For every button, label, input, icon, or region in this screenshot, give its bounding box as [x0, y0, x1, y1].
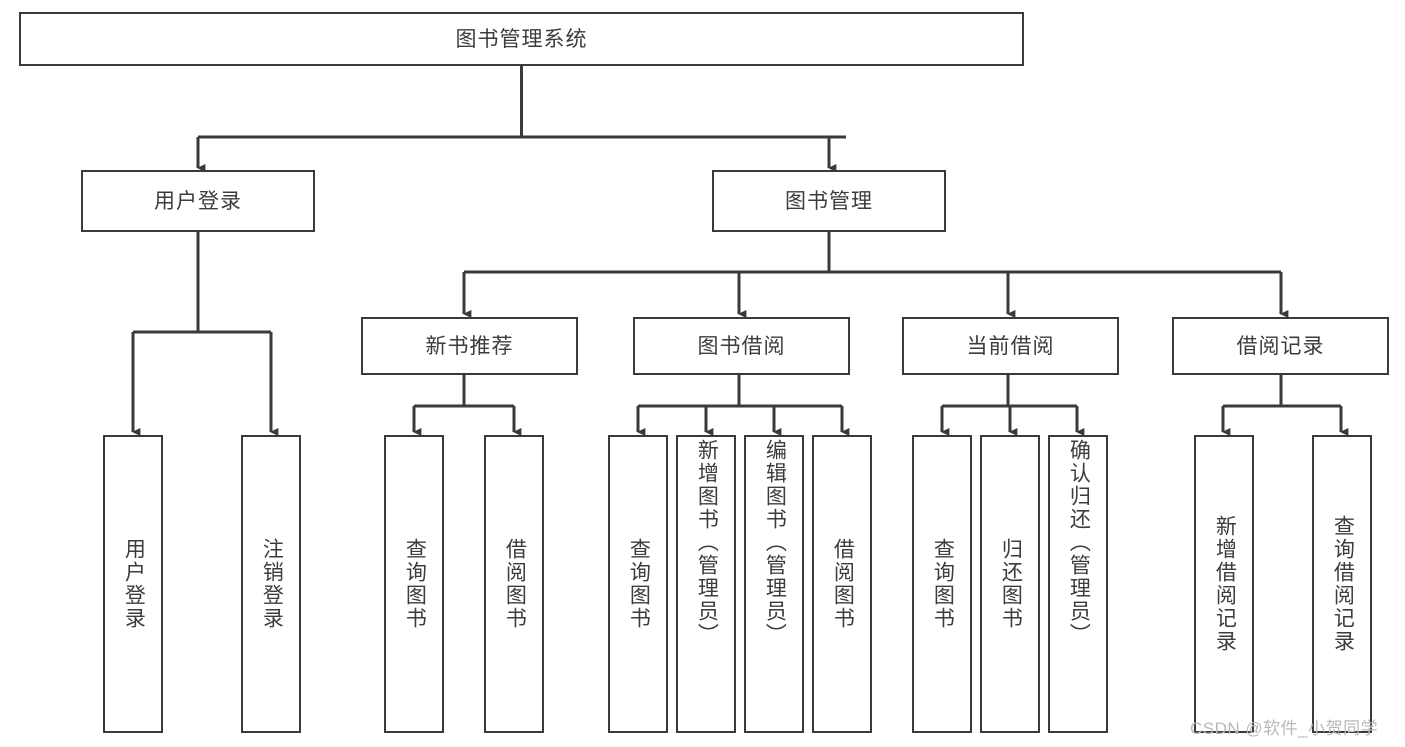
- node-label: 借阅图书: [503, 538, 527, 630]
- node-label: 注销登录: [260, 538, 284, 630]
- node-label: 编辑图书（管理员）: [763, 439, 787, 646]
- node-leaf-query-book-3[interactable]: 查询图书: [912, 435, 972, 733]
- node-label: 归还图书: [999, 538, 1023, 630]
- node-leaf-add-record[interactable]: 新增借阅记录: [1194, 435, 1254, 733]
- node-leaf-edit-book[interactable]: 编辑图书（管理员）: [744, 435, 804, 733]
- node-current-borrow[interactable]: 当前借阅: [902, 317, 1119, 375]
- node-leaf-user-login[interactable]: 用户登录: [103, 435, 163, 733]
- node-label: 图书管理: [785, 189, 873, 213]
- node-leaf-query-book-1[interactable]: 查询图书: [384, 435, 444, 733]
- node-borrow-record[interactable]: 借阅记录: [1172, 317, 1389, 375]
- node-book-borrow[interactable]: 图书借阅: [633, 317, 850, 375]
- node-label: 当前借阅: [966, 334, 1055, 358]
- node-leaf-confirm-return[interactable]: 确认归还（管理员）: [1048, 435, 1108, 733]
- node-label: 新增借阅记录: [1213, 515, 1237, 653]
- node-leaf-add-book[interactable]: 新增图书（管理员）: [676, 435, 736, 733]
- node-label: 查询借阅记录: [1331, 515, 1355, 653]
- node-leaf-query-book-2[interactable]: 查询图书: [608, 435, 668, 733]
- node-user-login[interactable]: 用户登录: [81, 170, 315, 232]
- node-label: 查询图书: [403, 538, 427, 630]
- csdn-watermark: CSDN @软件_小贺同学: [1190, 719, 1379, 738]
- node-leaf-logout[interactable]: 注销登录: [241, 435, 301, 733]
- node-label: 确认归还（管理员）: [1067, 439, 1091, 646]
- node-label: 新增图书（管理员）: [695, 439, 719, 646]
- node-leaf-return-book[interactable]: 归还图书: [980, 435, 1040, 733]
- node-label: 新书推荐: [425, 334, 514, 358]
- node-label: 用户登录: [122, 538, 146, 630]
- node-new-book-recommend[interactable]: 新书推荐: [361, 317, 578, 375]
- node-book-management[interactable]: 图书管理: [712, 170, 946, 232]
- node-book-management-system[interactable]: 图书管理系统: [19, 12, 1024, 66]
- node-leaf-borrow-book-1[interactable]: 借阅图书: [484, 435, 544, 733]
- node-leaf-query-record[interactable]: 查询借阅记录: [1312, 435, 1372, 733]
- node-leaf-borrow-book-2[interactable]: 借阅图书: [812, 435, 872, 733]
- node-label: 用户登录: [154, 189, 242, 213]
- node-label: 查询图书: [627, 538, 651, 630]
- node-label: 图书借阅: [697, 334, 786, 358]
- node-label: 借阅记录: [1236, 334, 1325, 358]
- node-label: 图书管理系统: [455, 27, 588, 51]
- node-label: 查询图书: [931, 538, 955, 630]
- node-label: 借阅图书: [831, 538, 855, 630]
